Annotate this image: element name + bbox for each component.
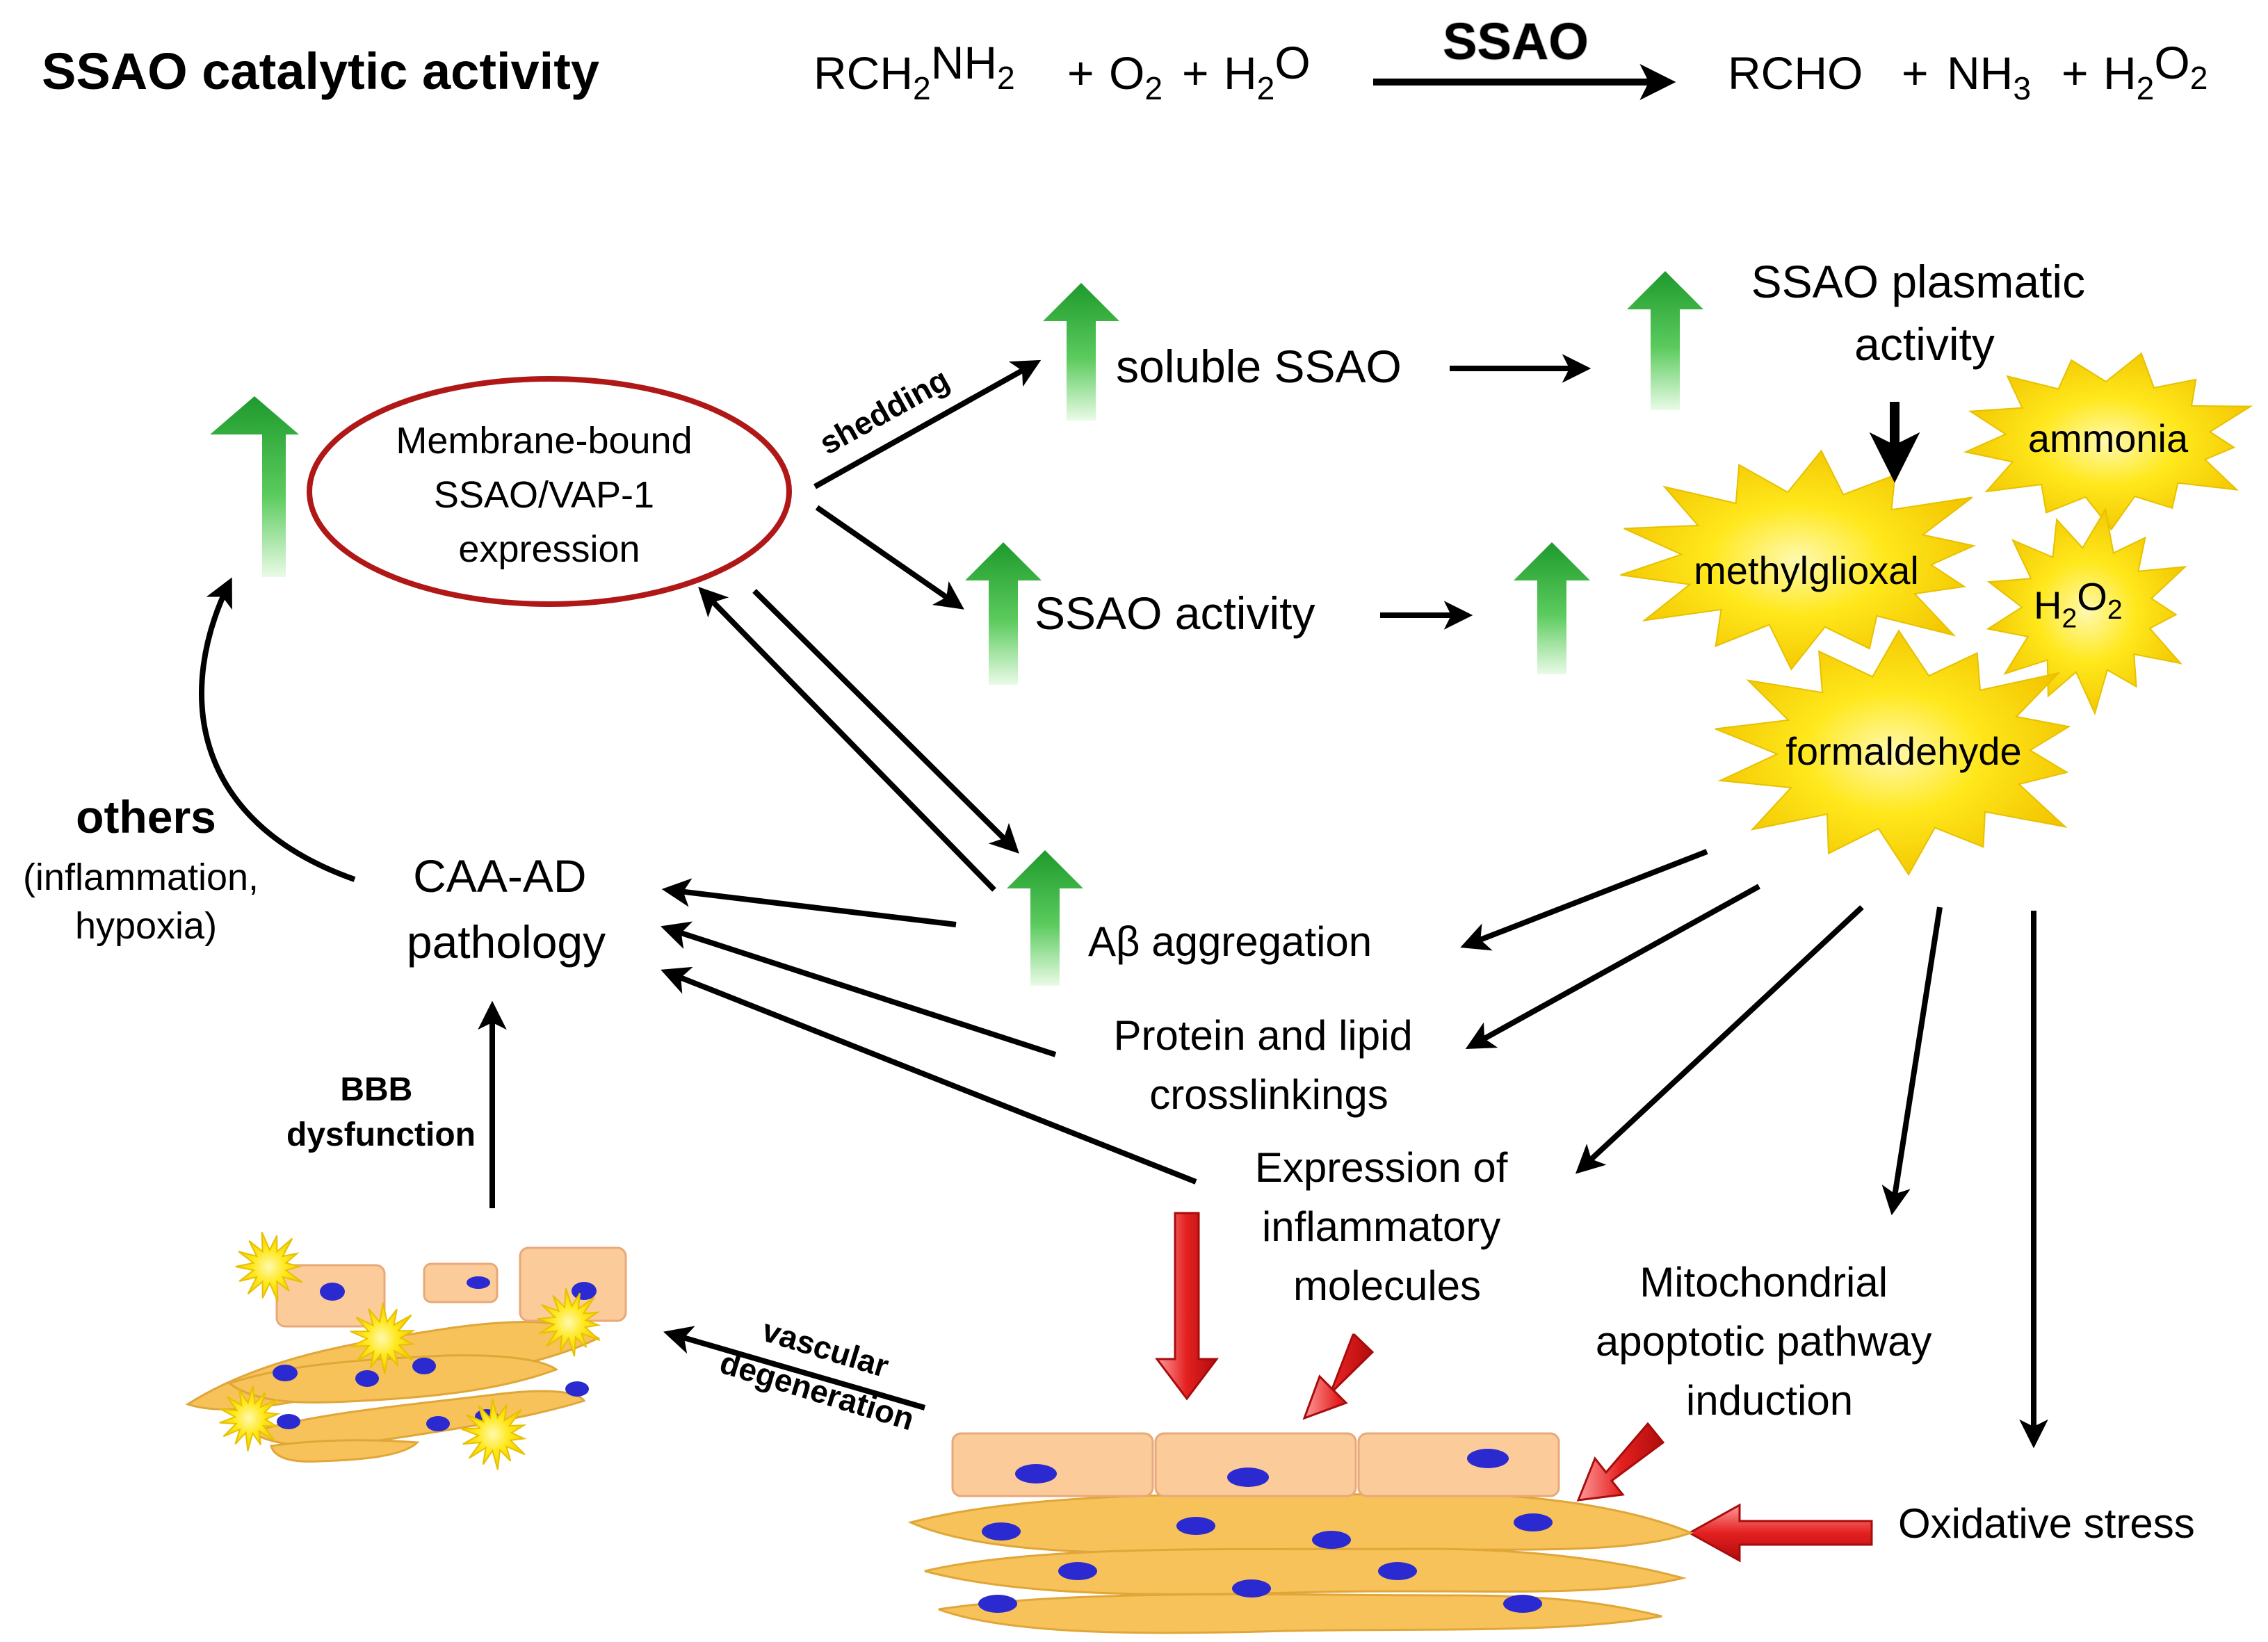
product-bursts: ammonia methylglioxal H2O2 formaldehyde: [1620, 352, 2253, 877]
star-burst-icon: [350, 1302, 416, 1374]
star-burst-icon: [460, 1398, 527, 1470]
plus-sign: +: [1182, 47, 1209, 99]
up-arrow-icon: [1007, 850, 1083, 986]
product-aldehyde: RCHO: [1728, 47, 1863, 99]
arrow-products-to-inflammatory: [1575, 905, 1864, 1174]
up-arrow-icon: [965, 542, 1042, 685]
nuclei: [978, 1449, 1553, 1613]
node-mitochondrial-apoptosis: Mitochondrial apoptotic pathway inductio…: [1596, 1259, 1943, 1424]
product-formaldehyde-label: formaldehyde: [1785, 729, 2021, 773]
plus-sign: +: [1067, 47, 1094, 99]
star-burst-icon: [1620, 449, 1977, 671]
node-ssao-activity: SSAO activity: [1035, 587, 1315, 639]
product-h2o2-label: H2O2: [2034, 574, 2123, 633]
star-burst-icon: [1715, 629, 2071, 877]
arrow-caa-to-membrane-curved: [199, 577, 356, 882]
node-abeta-aggregation: Aβ aggregation: [1088, 918, 1372, 965]
edge-label-vascular-degeneration: vascular degeneration: [716, 1303, 932, 1437]
red-block-arrow-icon: [1154, 1212, 1220, 1401]
degenerated-nuclei: [273, 1276, 597, 1431]
star-burst-icon: [219, 1385, 281, 1452]
enzyme-label: SSAO: [1443, 13, 1589, 70]
node-labels: Membrane-bound SSAO/VAP-1 expression sol…: [23, 256, 2195, 1547]
up-arrows: [210, 271, 1703, 986]
arrow-abeta-to-membrane: [698, 587, 996, 892]
red-block-arrow-icon: [1302, 1333, 1375, 1420]
star-burst-icon: [1963, 352, 2253, 531]
red-arrows: [1154, 1212, 1873, 1563]
degenerated-muscle-layer: [185, 1321, 601, 1463]
reaction-equation: RCH2NH2 + O2 + H2O SSAO RCHO + NH3 + H2O…: [813, 12, 2208, 106]
edge-label-bbb-dysfunction: BBB dysfunction: [286, 1071, 476, 1153]
arrow-crosslink-to-caa: [661, 921, 1057, 1057]
node-soluble-ssao: soluble SSAO: [1116, 341, 1402, 392]
product-ammonia: NH3: [1947, 47, 2031, 106]
arrow-vascular-degeneration: [663, 1326, 926, 1411]
arrow-products-to-mitochondrial: [1881, 907, 1943, 1216]
arrow-abeta-to-caa: [661, 878, 957, 927]
star-burst-icon: [537, 1287, 601, 1357]
red-block-arrow-icon: [1687, 1503, 1873, 1563]
membrane-ssao-ring: [307, 376, 792, 607]
node-membrane-ssao: Membrane-bound SSAO/VAP-1 expression: [396, 420, 702, 570]
star-burst-icon: [235, 1231, 303, 1302]
star-burst-icon: [1986, 507, 2187, 715]
plus-sign: +: [1902, 47, 1929, 99]
plus-sign: +: [2062, 47, 2089, 99]
arrow-membrane-to-soluble: [813, 359, 1042, 489]
up-arrow-icon: [1514, 542, 1590, 674]
product-methylglioxal-label: methylglioxal: [1694, 548, 1919, 592]
up-arrow-icon: [210, 396, 299, 577]
vessel-wall-icon: [907, 1432, 1694, 1634]
arrow-membrane-to-activity: [815, 505, 964, 610]
node-others-detail: (inflammation, hypoxia): [23, 856, 269, 947]
smooth-muscle-layer: [907, 1493, 1694, 1634]
diagram-title: SSAO catalytic activity: [42, 42, 599, 100]
endothelial-layer: [951, 1432, 1560, 1497]
connector-arrows: [199, 354, 2048, 1449]
arrow-products-to-crosslink: [1465, 884, 1760, 1050]
node-inflammatory-molecules: Expression of inflammatory molecules: [1255, 1144, 1519, 1309]
node-crosslinkings: Protein and lipid crosslinkings: [1114, 1012, 1425, 1118]
product-hydrogen-peroxide: H2O2: [2103, 37, 2208, 106]
degenerated-endothelial-layer: [275, 1246, 627, 1328]
up-arrow-icon: [1627, 271, 1703, 410]
reactant-amine: RCH2NH2: [813, 37, 1015, 106]
node-others-title: others: [76, 791, 216, 843]
node-caa-ad-pathology: CAA-AD pathology: [407, 850, 606, 968]
node-oxidative-stress: Oxidative stress: [1898, 1500, 2195, 1547]
reactant-water: H2O: [1224, 37, 1311, 106]
degenerated-vessel-icon: [185, 1231, 627, 1470]
reactant-oxygen: O2: [1109, 47, 1163, 106]
up-arrow-icon: [1043, 283, 1119, 421]
arrow-inflammatory-to-caa: [661, 966, 1197, 1185]
product-ammonia-label: ammonia: [2028, 416, 2189, 460]
node-ssao-plasmatic: SSAO plasmatic activity: [1751, 256, 2098, 370]
arrow-membrane-to-abeta: [752, 589, 1019, 854]
red-block-arrow-icon: [1576, 1422, 1665, 1502]
arrow-products-to-abeta: [1460, 849, 1708, 951]
